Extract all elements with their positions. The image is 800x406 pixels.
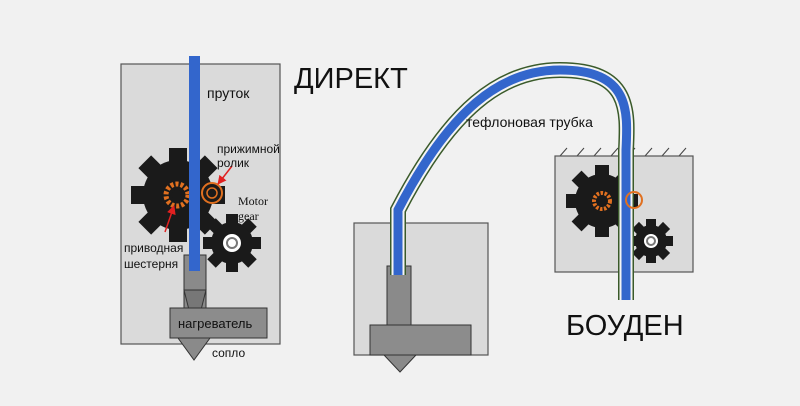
motor-gear-label-2: gear: [238, 209, 259, 223]
direct-title: ДИРЕКТ: [294, 63, 408, 95]
filament-label: пруток: [207, 85, 250, 101]
bowden-title: БОУДЕН: [566, 310, 684, 342]
motor-gear-label-1: Motor: [238, 194, 268, 208]
direct-motor-gear-icon: [203, 214, 261, 272]
bowden-pinch-roller-icon: [625, 191, 643, 209]
bowden-heater-block: [369, 324, 472, 356]
direct-filament: [189, 56, 200, 271]
direct-pinch-roller-icon: [201, 182, 223, 204]
direct-heater-block: [169, 307, 268, 339]
ptfe-tube-label: тефлоновая трубка: [466, 114, 593, 130]
bowden-nozzle-icon: [382, 354, 418, 373]
pinch-roller-arrow: [217, 165, 233, 185]
bowden-filament: [393, 65, 632, 300]
drive-gear-arrow: [164, 205, 176, 233]
nozzle-label: сопло: [212, 346, 245, 360]
pinch-roller-label-2: ролик: [217, 156, 250, 170]
bowden-motor-gear-icon: [629, 219, 673, 263]
pinch-roller-label-1: прижимной: [217, 142, 280, 156]
direct-nozzle-icon: [177, 337, 211, 361]
drive-gear-label-2: шестерня: [124, 257, 178, 271]
bowden-throat: [386, 265, 412, 327]
heater-label: нагреватель: [178, 316, 253, 331]
drive-gear-label-1: приводная: [124, 241, 183, 255]
